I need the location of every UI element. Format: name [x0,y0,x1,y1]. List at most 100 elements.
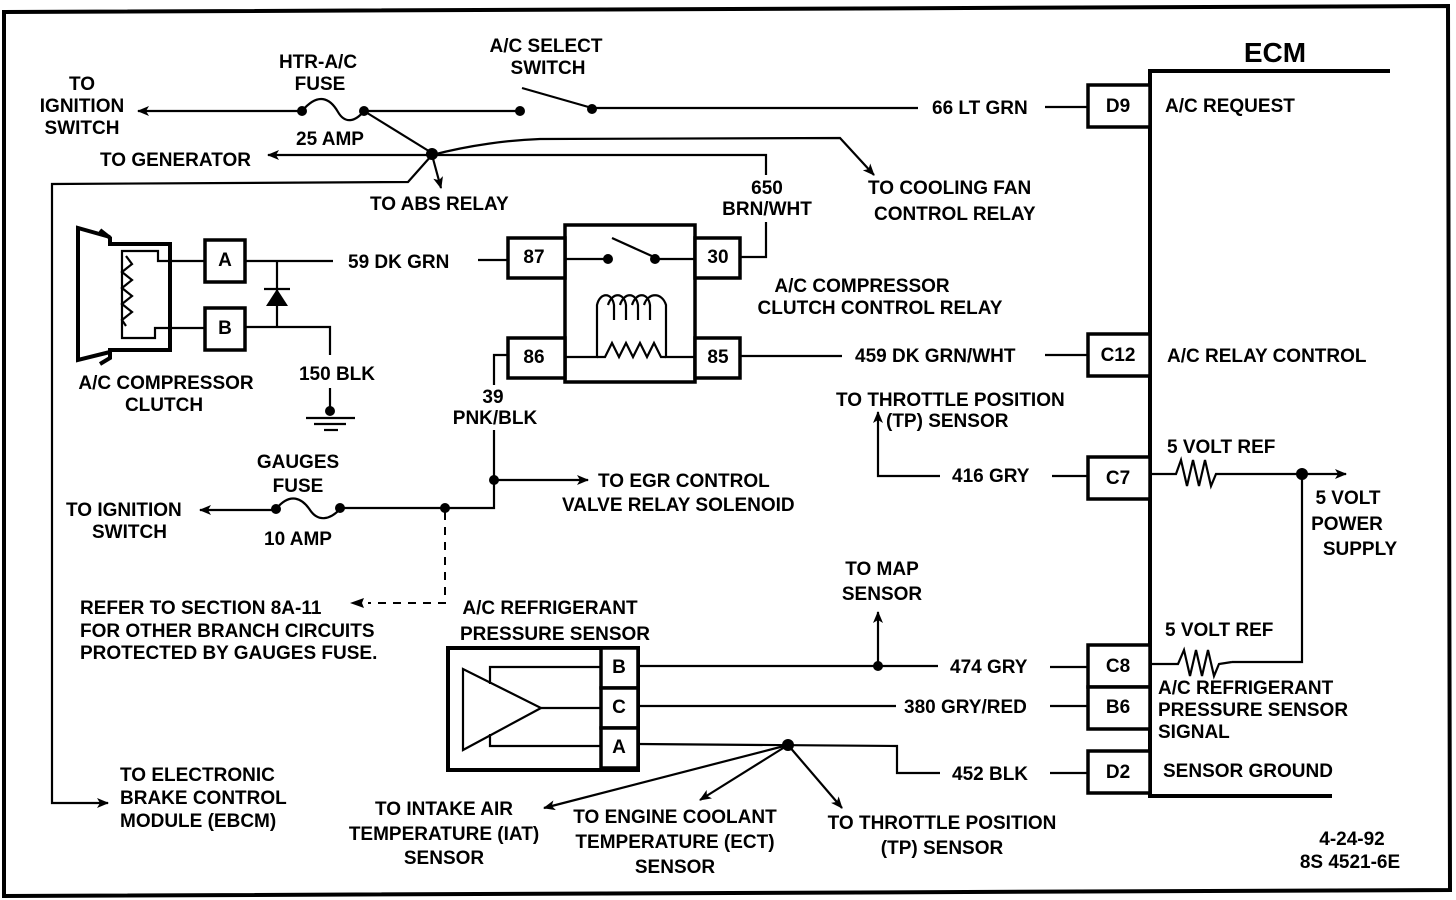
ground-terminal [325,406,335,416]
wire-to-tp-bottom [787,744,843,809]
ecm-c8-function: 5 VOLT REF [1165,620,1273,641]
ecm-pin-d2 [1086,749,1152,795]
to-tp-sensor-top-2: (TP) SENSOR [886,411,1009,432]
wire-to-ebcm [50,154,433,808]
to-ebcm-3: MODULE (EBCM) [120,811,276,832]
ecm-pin-c8-label: C8 [1106,656,1130,677]
wire-650-num: 650 [751,178,783,199]
wire-59-label: 59 DK GRN [348,252,449,273]
wire-39-color: PNK/BLK [453,408,538,429]
to-iat: TO INTAKE AIR [375,799,513,820]
amplifier-icon [461,667,544,752]
switch-terminal [515,106,525,116]
sensor-pin-a [599,726,640,770]
to-ect: TO ENGINE COOLANT [573,807,777,828]
resistor-icon [1150,456,1302,490]
page-border [2,3,1453,899]
to-egr: TO EGR CONTROL [598,471,770,492]
wire-459-label: 459 DK GRN/WHT [855,346,1016,367]
pressure-sensor-label: A/C REFRIGERANT [462,598,638,619]
to-generator: TO GENERATOR [100,150,251,171]
to-ebcm: TO ELECTRONIC [120,765,275,786]
ecm-d2-function: SENSOR GROUND [1163,761,1333,782]
clutch-label: A/C COMPRESSOR [78,373,254,394]
ecm-pin-d9 [1086,83,1152,129]
five-volt-supply: 5 VOLT [1315,488,1380,509]
switch-blade [521,86,593,110]
ac-select-switch-label-2: SWITCH [511,58,586,79]
wire-to-abs [430,154,443,189]
to-cooling-fan: TO COOLING FAN [868,178,1031,199]
relay-label: A/C COMPRESSOR [774,276,950,297]
sensor-pin-b-label: B [612,657,626,678]
ecm-pin-c12-label: C12 [1101,345,1136,366]
wire-to-iat [543,743,789,811]
to-ignition-switch-top: TO [69,74,95,95]
gauges-fuse-rating: 10 AMP [264,529,332,550]
clutch-label-2: CLUTCH [125,395,203,416]
footer-code: 8S 4521-6E [1300,852,1400,873]
relay-pin-86-label: 86 [523,347,544,368]
to-cooling-fan-2: CONTROL RELAY [874,204,1036,225]
splice [440,503,450,513]
wire-416-label: 416 GRY [952,466,1030,487]
ecm-d9-function: A/C REQUEST [1165,96,1295,117]
to-abs-relay: TO ABS RELAY [370,194,509,215]
clutch-coil-icon [120,255,134,327]
wire [363,110,433,154]
to-ect-2: TEMPERATURE (ECT) [575,832,774,853]
five-volt-supply-3: SUPPLY [1323,539,1398,560]
arrow-icon [350,598,364,608]
splice [873,661,883,671]
relay-contact [603,254,613,264]
relay-pin-87-label: 87 [523,247,544,268]
relay-pin-30-label: 30 [707,247,728,268]
ecm-pin-d9-label: D9 [1106,96,1130,117]
relay-switch-blade [611,236,655,259]
to-iat-3: SENSOR [404,848,485,869]
refer-note: REFER TO SECTION 8A-11 [80,598,322,619]
ecm-title: ECM [1244,37,1306,68]
to-tp-bottom: TO THROTTLE POSITION [828,813,1057,834]
to-ebcm-2: BRAKE CONTROL [120,788,287,809]
ecm-b6-function-3: SIGNAL [1158,722,1230,743]
ecm-c12-function: A/C RELAY CONTROL [1167,346,1367,367]
sensor-pin-a-label: A [612,737,626,758]
to-egr-2: VALVE RELAY SOLENOID [562,495,795,516]
wire-452-label: 452 BLK [952,764,1028,785]
ecm-b6-function-2: PRESSURE SENSOR [1158,700,1348,721]
htr-fuse-symbol [301,98,365,122]
clutch-pin-a-label: A [218,250,232,271]
relay-coil-icon [565,294,695,359]
branch-circuit-dashed [368,512,446,604]
ecm-c7-function: 5 VOLT REF [1167,437,1275,458]
ecm-pin-d2-label: D2 [1106,762,1130,783]
ecm-pin-c7 [1086,455,1152,501]
refer-note-2: FOR OTHER BRANCH CIRCUITS [80,621,375,642]
htr-fuse-label-2: FUSE [295,74,346,95]
clutch-relay-body [563,223,697,384]
relay-pin-86 [506,336,567,380]
footer-date: 4-24-92 [1319,829,1385,850]
relay-pin-30 [693,236,742,280]
resistor-icon [1150,646,1233,680]
clutch-pin-b-label: B [218,318,232,339]
to-tp-bottom-2: (TP) SENSOR [881,838,1004,859]
fuse-terminal [297,106,307,116]
clutch-pin-a [203,238,247,284]
ecm-pin-b6-label: B6 [1106,697,1130,718]
wire [1232,474,1304,664]
sensor-internal-wire [488,665,601,748]
to-ignition-bottom-2: SWITCH [92,522,167,543]
sensor-pin-c-label: C [612,697,626,718]
diode-icon [266,289,288,306]
five-volt-supply-2: POWER [1311,514,1383,535]
pressure-sensor-label-2: PRESSURE SENSOR [460,624,650,645]
wire-150 [245,325,332,355]
ac-select-switch-label: A/C SELECT [490,36,603,57]
wire-650-color: BRN/WHT [722,199,812,220]
to-ignition-switch-top-3: SWITCH [45,118,120,139]
wire-to-tp-sensor [873,411,940,478]
gauges-fuse-label-2: FUSE [273,476,324,497]
ecm-pin-c7-label: C7 [1106,468,1130,489]
